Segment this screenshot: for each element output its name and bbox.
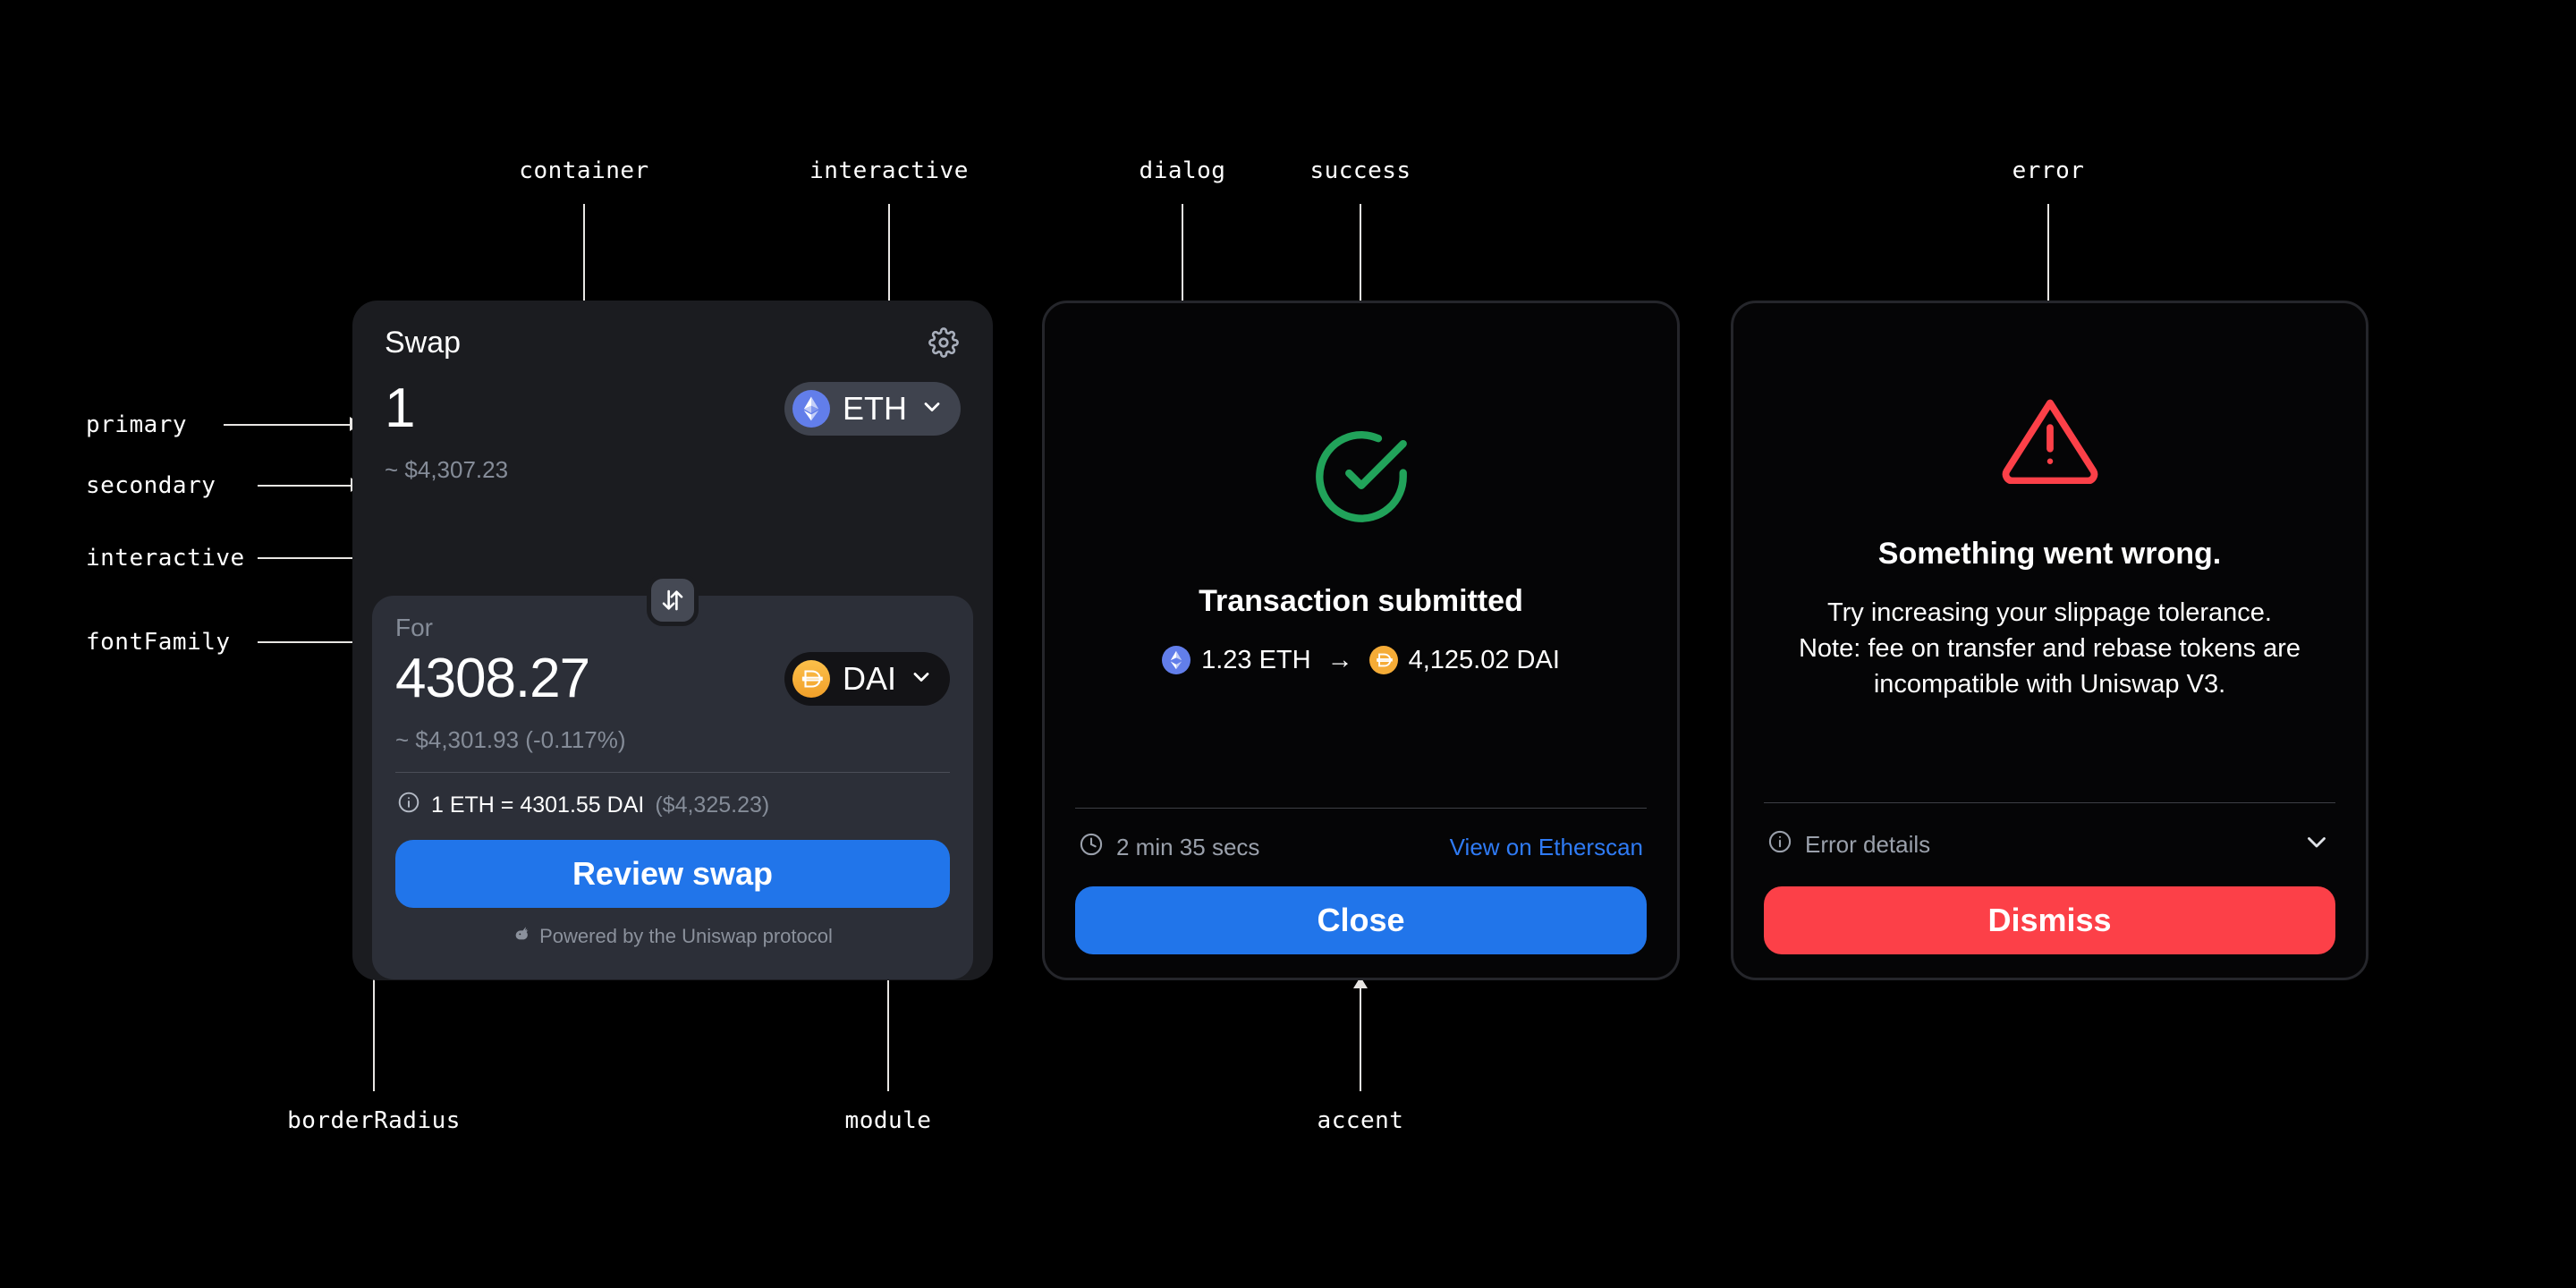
error-details-label: Error details [1805,831,1931,858]
ethereum-token-icon [1162,646,1191,674]
annotation-label-error: error [2012,157,2085,184]
sell-amount-line: 1 ETH [385,376,961,442]
annotation-label-success: success [1309,157,1411,184]
dialog-to-amount: 4,125.02 DAI [1408,645,1560,674]
annotation-label-fontfamily: fontFamily [86,629,231,656]
annotation-label-module: module [844,1107,932,1134]
dialog-body: Transaction submitted 1.23 ETH → [1075,326,1647,808]
dialog-meta-row: 2 min 35 secs View on Etherscan [1075,809,1647,886]
powered-by-footer: Powered by the Uniswap protocol [395,908,950,960]
error-message-line: Note: fee on transfer and rebase tokens … [1798,633,2301,663]
view-on-etherscan-link[interactable]: View on Etherscan [1449,834,1643,860]
error-dialog: Something went wrong. Try increasing you… [1731,301,2368,980]
buy-amount-line: 4308.27 [395,646,950,712]
exchange-rate-text: 1 ETH = 4301.55 DAI [431,792,645,818]
error-message-line: Try increasing your slippage tolerance. [1826,597,2272,627]
info-circle-icon [1767,829,1792,860]
unicorn-icon [513,924,532,949]
error-message-line: incompatible with Uniswap V3. [1873,670,2226,699]
buy-fiat-value: ~ $4,301.93 (-0.117%) [395,726,626,753]
dai-token-icon [1368,646,1398,674]
arrow-right-icon: → [1326,645,1353,674]
error-title: Something went wrong. [1877,536,2222,571]
chevron-down-icon [909,660,934,698]
exchange-rate-fiat: ($4,325.23) [655,792,770,818]
clock-icon [1079,832,1104,863]
leader-primary [224,424,352,426]
error-body: Something went wrong. Try increasing you… [1764,326,2335,802]
annotation-label-interactive-top: interactive [809,157,969,184]
annotation-label-container: container [519,157,649,184]
sell-amount-input[interactable]: 1 [385,377,415,439]
leader-fontfamily [258,641,374,643]
annotation-label-borderradius: borderRadius [287,1107,461,1134]
powered-by-text: Powered by the Uniswap protocol [539,925,833,947]
divider [1075,808,1647,809]
gear-icon[interactable] [925,324,962,361]
dialog-swap-summary: 1.23 ETH → 4,125.02 DAI [1162,646,1560,675]
leader-container [583,204,585,343]
arrows-up-down-icon[interactable] [647,574,699,626]
sell-section: 1 ETH [372,363,973,511]
dai-token-icon [792,660,830,698]
buy-token-selector[interactable]: DAI [784,652,950,706]
sell-fiat-value: ~ $4,307.23 [385,456,509,483]
buy-token-symbol: DAI [842,660,896,697]
transaction-dialog: Transaction submitted 1.23 ETH → [1042,301,1680,980]
annotation-label-accent: accent [1317,1107,1404,1134]
elapsed-time-label: 2 min 35 secs [1116,834,1260,860]
error-message: Try increasing your slippage tolerance. … [1799,595,2301,702]
exchange-rate-row[interactable]: 1 ETH = 4301.55 DAI ($4,325.23) [395,773,950,840]
divider [395,772,950,773]
error-details-toggle[interactable]: Error details [1767,829,1930,860]
sell-token-selector[interactable]: ETH [784,382,961,436]
divider [1764,802,2335,803]
chevron-down-icon [919,390,945,428]
annotation-label-interactive-left: interactive [86,545,245,572]
buy-module: For 4308.27 [372,596,973,979]
dismiss-button[interactable]: Dismiss [1764,886,2335,954]
leader-accent [1360,987,1361,1091]
swap-header: Swap [372,322,973,363]
ethereum-token-icon [792,390,830,428]
error-details-row[interactable]: Error details [1764,803,2335,886]
page-title: Swap [385,325,462,360]
annotation-label-secondary: secondary [86,472,216,499]
review-swap-button[interactable]: Review swap [395,840,950,908]
leader-dialog [1182,204,1183,336]
dialog-from-amount: 1.23 ETH [1201,645,1311,674]
elapsed-time: 2 min 35 secs [1079,832,1259,863]
buy-label: For [395,614,433,641]
info-circle-icon [397,791,420,820]
annotation-label-dialog: dialog [1139,157,1226,184]
sell-token-symbol: ETH [843,390,907,427]
close-button[interactable]: Close [1075,886,1647,954]
buy-amount-output[interactable]: 4308.27 [395,648,590,709]
warning-triangle-icon [2000,394,2100,488]
swap-container: Swap 1 [352,301,993,980]
annotation-label-primary: primary [86,411,188,438]
chevron-down-icon[interactable] [2301,826,2332,863]
leader-borderradius [373,975,375,1091]
leader-secondary [258,485,352,487]
check-circle-icon [1309,424,1414,534]
dialog-title: Transaction submitted [1199,583,1523,618]
